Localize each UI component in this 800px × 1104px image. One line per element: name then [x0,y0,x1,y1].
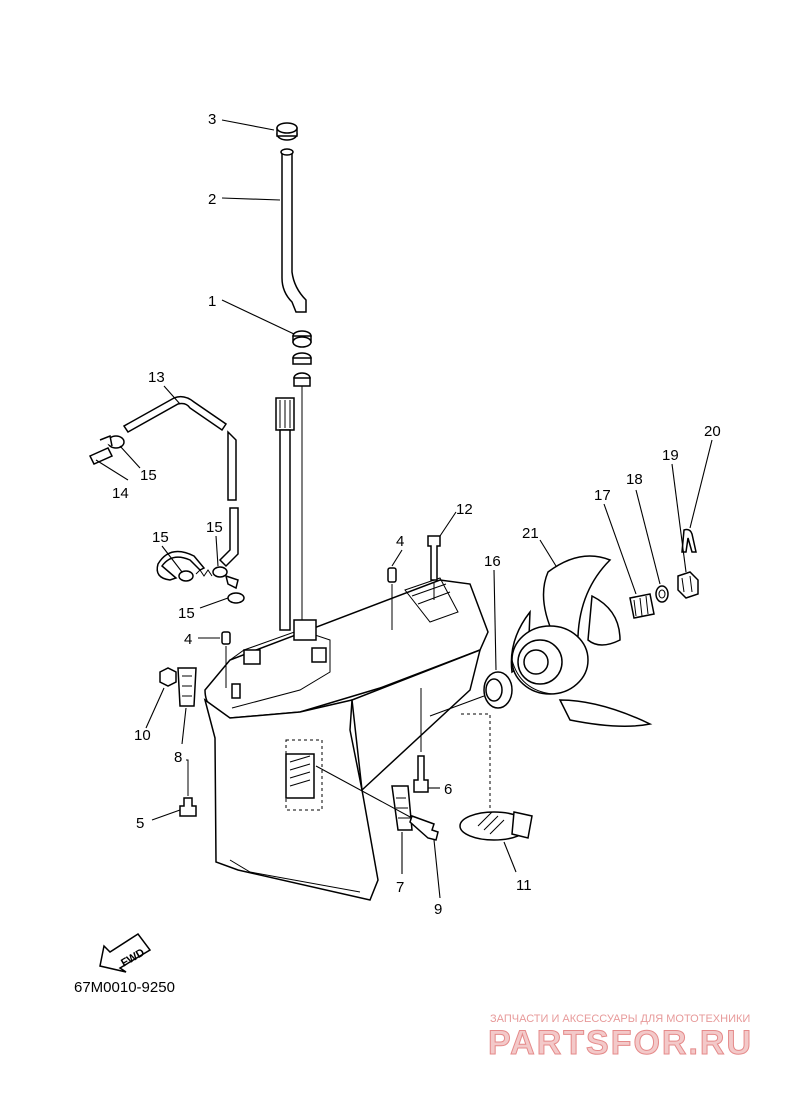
callout-20: 20 [704,423,721,440]
callout-6: 6 [444,781,452,798]
callout-3: 3 [208,111,216,128]
callout-9: 9 [434,901,442,918]
callout-17: 17 [594,487,611,504]
callout-15-d: 15 [178,605,195,622]
callout-4-b: 4 [184,631,192,648]
part-8-plate[interactable] [177,667,197,707]
part-15-clip-b[interactable] [178,570,194,582]
small-parts [159,528,699,841]
part-15-clip-c[interactable] [212,566,228,578]
part-2-water-tube[interactable] [281,151,307,313]
callout-numbers: 3 2 1 13 15 14 15 15 15 4 4 12 10 8 5 6 … [112,111,721,918]
watermark-tagline: ЗАПЧАСТИ И АКСЕССУАРЫ ДЛЯ МОТОТЕХНИКИ [490,1013,750,1025]
callout-16: 16 [484,553,501,570]
callout-18: 18 [626,471,643,488]
callout-10: 10 [134,727,151,744]
part-4-dowel-pin-a[interactable] [387,567,397,583]
watermark-brand: PARTSFOR.RU [488,1024,753,1062]
leader-lines [95,119,713,899]
cooling-hose-assembly [88,395,245,604]
part-10-nut[interactable] [159,667,177,687]
part-5-bolt[interactable] [179,797,197,817]
part-18-washer[interactable] [655,585,669,603]
callout-7: 7 [396,879,404,896]
callout-14: 14 [112,485,129,502]
part-15-clip-d[interactable] [227,592,245,604]
part-13-hose[interactable] [122,395,228,433]
part-21-propeller[interactable] [510,555,653,727]
diagram-code: 67M0010-9250 [74,979,175,996]
water-tube-assembly [276,122,312,620]
lower-casing [203,577,489,901]
drive-shaft [275,397,295,631]
part-20-cotter-pin[interactable] [681,528,697,553]
callout-19: 19 [662,447,679,464]
part-9-bolt[interactable] [409,815,439,841]
callout-1: 1 [208,293,216,310]
fwd-arrow: FWD [99,932,152,973]
watermark: ЗАПЧАСТИ И АКСЕССУАРЫ ДЛЯ МОТОТЕХНИКИ PA… [488,1013,753,1063]
callout-8: 8 [174,749,182,766]
callout-13: 13 [148,369,165,386]
part-6-bolt[interactable] [413,755,429,793]
callout-5: 5 [136,815,144,832]
callout-12: 12 [456,501,473,518]
part-14-fitting[interactable] [88,447,114,465]
part-12-bolt[interactable] [427,535,441,581]
callout-21: 21 [522,525,539,542]
callout-15-a: 15 [140,467,157,484]
callout-11: 11 [516,877,532,894]
callout-2: 2 [208,191,216,208]
callout-15-b: 15 [152,529,169,546]
callout-4-a: 4 [396,533,404,550]
callout-15-c: 15 [206,519,223,536]
part-4-dowel-pin-b[interactable] [221,631,231,645]
part-19-nut[interactable] [677,571,699,599]
